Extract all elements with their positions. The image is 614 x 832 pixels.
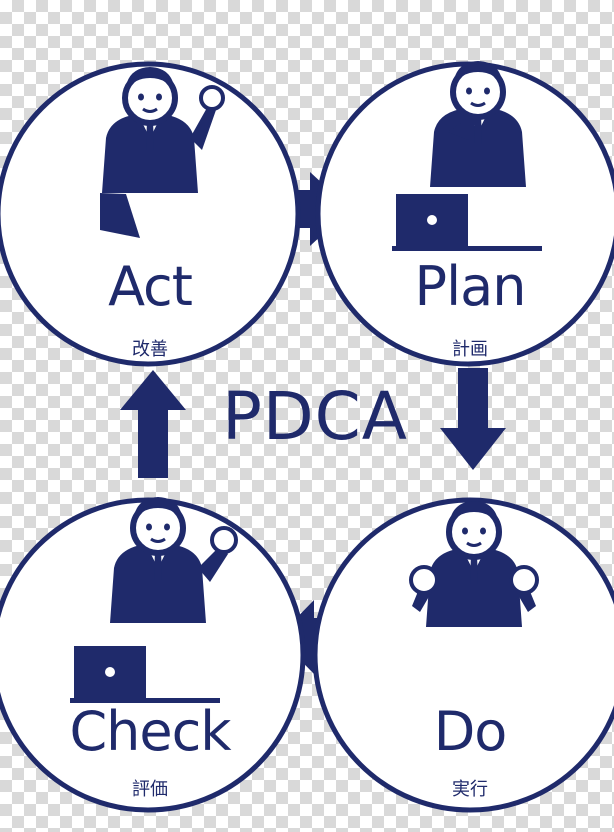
do-circle	[312, 497, 614, 813]
pdca-center-label: PDCA	[222, 378, 408, 455]
check-jp-label: 評価	[132, 779, 168, 800]
arrow-plan-to-do	[440, 368, 506, 470]
act-label: Act	[108, 255, 193, 318]
person-thinking-laptop-icon	[392, 61, 542, 251]
arrow-check-to-act	[120, 370, 186, 478]
act-jp-label: 改善	[132, 339, 168, 360]
person-laptop-ok-icon	[70, 497, 238, 703]
plan-node: Plan 計画	[320, 0, 614, 400]
person-ok-sign-icon	[100, 67, 225, 238]
person-fists-icon	[409, 501, 539, 627]
do-label: Do	[433, 700, 508, 763]
act-node: Act 改善	[0, 0, 300, 400]
do-node: Do 実行	[320, 420, 614, 820]
plan-label: Plan	[414, 255, 527, 318]
do-jp-label: 実行	[452, 779, 488, 800]
act-circle	[0, 61, 301, 367]
check-node: Check 評価	[0, 420, 300, 820]
plan-jp-label: 計画	[452, 339, 488, 360]
check-label: Check	[69, 700, 231, 763]
